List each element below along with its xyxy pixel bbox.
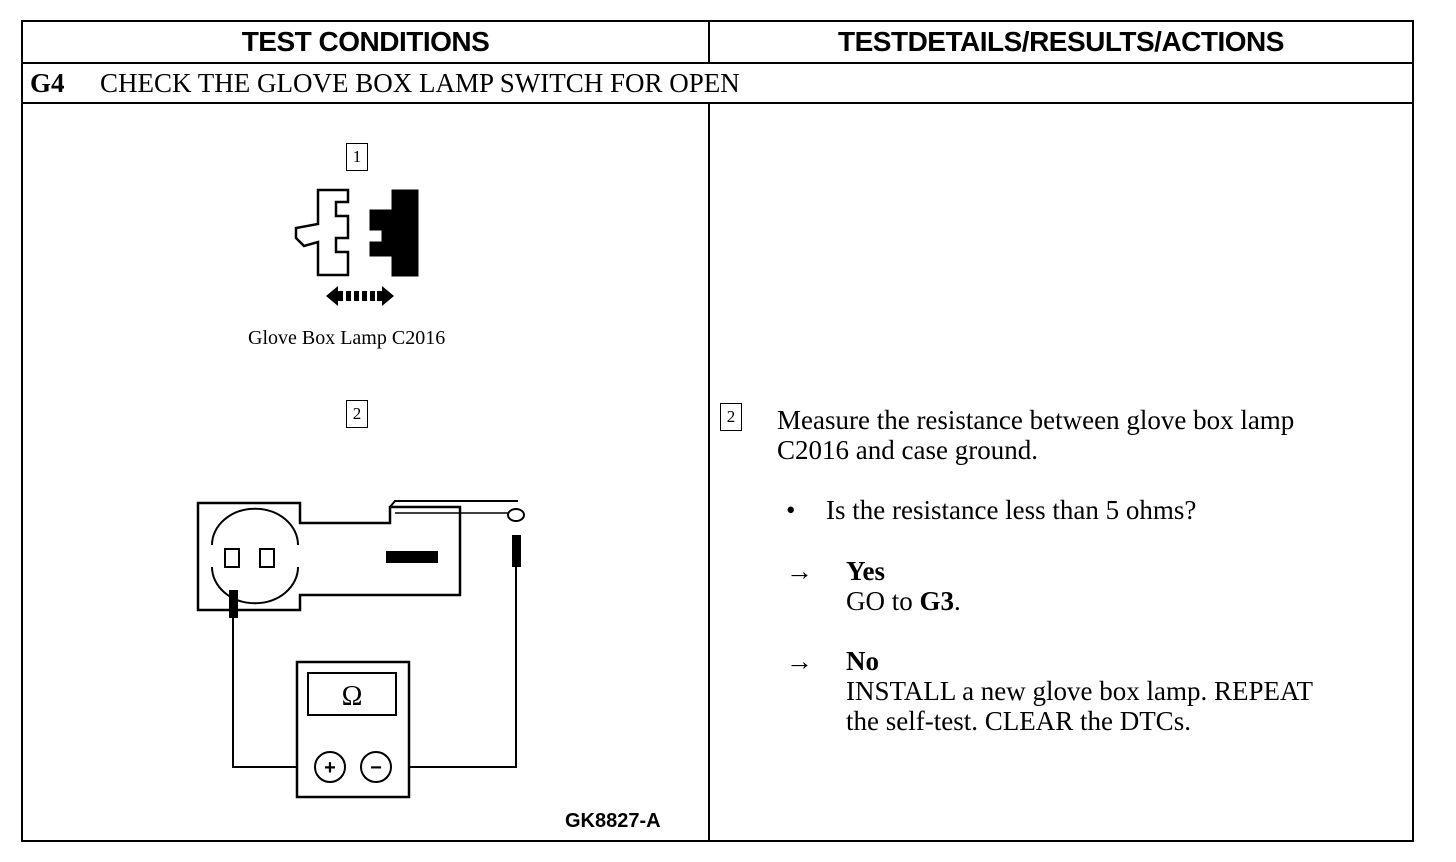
ohm-symbol: Ω: [342, 681, 363, 712]
bullet-icon: •: [786, 495, 796, 525]
column-divider-body: [708, 102, 710, 842]
probe-negative: [512, 535, 521, 567]
header-test-conditions: TEST CONDITIONS: [241, 25, 490, 57]
plus-label: +: [324, 757, 336, 779]
yes-action-prefix: GO to: [846, 586, 920, 616]
connector-half-right: [369, 189, 419, 277]
step-divider: [21, 102, 1414, 104]
yes-action: GO to G3.: [846, 586, 961, 616]
no-action-line-1: INSTALL a new glove box lamp. REPEAT: [846, 676, 1314, 706]
lead-negative: [394, 567, 517, 768]
step-title-row: G4 CHECK THE GLOVE BOX LAMP SWITCH FOR O…: [30, 64, 740, 102]
connector-caption: Glove Box Lamp C2016: [248, 327, 446, 349]
yes-label: Yes: [846, 556, 885, 586]
yes-action-target: G3: [919, 586, 955, 616]
step-title: CHECK THE GLOVE BOX LAMP SWITCH FOR OPEN: [100, 67, 740, 98]
figure-code: GK8827-A: [565, 810, 661, 832]
callout-1: 1: [346, 143, 368, 171]
callout-2-details: 2: [720, 403, 742, 431]
minus-jack: [360, 751, 392, 783]
meter-display: [307, 672, 397, 716]
question-text: Is the resistance less than 5 ohms?: [826, 495, 1197, 525]
column-divider-top: [708, 20, 710, 63]
lead-positive: [232, 618, 325, 768]
arrow-yes-icon: →: [786, 556, 813, 586]
step-id: G4: [30, 67, 65, 98]
terminal-a: [224, 548, 240, 568]
yes-action-suffix: .: [954, 586, 961, 616]
no-label: No: [846, 646, 879, 676]
plus-jack: [314, 751, 346, 783]
arrow-no-icon: →: [786, 646, 813, 676]
probe-positive: [229, 590, 238, 618]
disconnect-arrow-icon: [326, 286, 394, 306]
ohmmeter-diagram: Ω + −: [196, 500, 525, 799]
no-action-line-2: the self-test. CLEAR the DTCs.: [846, 706, 1191, 736]
terminal-b: [259, 548, 275, 568]
test-table: [21, 20, 1414, 842]
header-divider: [21, 62, 1414, 64]
callout-2-figure: 2: [346, 400, 368, 428]
minus-label: −: [370, 757, 382, 779]
connector-diagram: [294, 188, 419, 306]
instruction-line-1: Measure the resistance between glove box…: [777, 405, 1295, 435]
connector-half-left: [294, 188, 350, 277]
header-test-details: TESTDETAILS/RESULTS/ACTIONS: [838, 25, 1284, 57]
instruction-line-2: C2016 and case ground.: [777, 435, 1038, 465]
